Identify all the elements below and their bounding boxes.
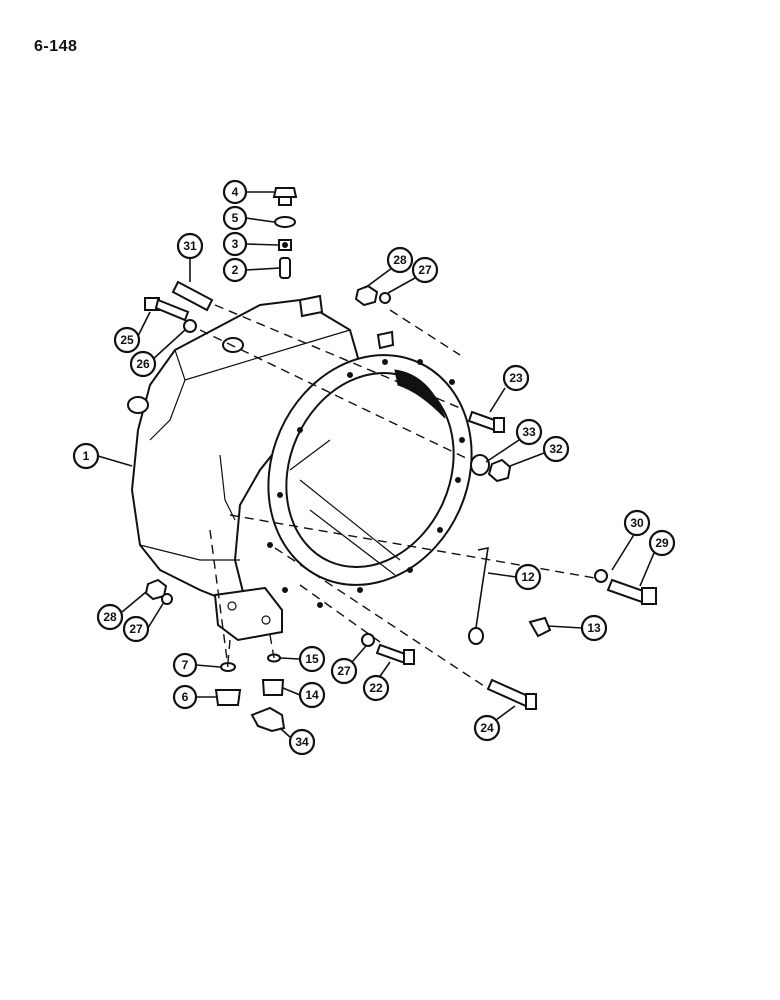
flange-bolt-holes bbox=[267, 359, 465, 608]
clutch-housing bbox=[127, 294, 473, 642]
callout-29: 29 bbox=[648, 529, 676, 557]
leader-lines bbox=[97, 191, 655, 739]
callout-14: 14 bbox=[298, 681, 326, 709]
callout-23: 23 bbox=[502, 364, 530, 392]
callout-label: 23 bbox=[509, 371, 523, 385]
callout-12: 12 bbox=[514, 563, 542, 591]
callout-label: 26 bbox=[136, 357, 150, 371]
callout-label: 4 bbox=[232, 185, 239, 199]
callout-label: 14 bbox=[305, 688, 319, 702]
callout-label: 15 bbox=[305, 652, 319, 666]
callout-5: 5 bbox=[222, 205, 248, 231]
callout-label: 7 bbox=[182, 658, 189, 672]
callout-label: 27 bbox=[337, 664, 351, 678]
callout-label: 13 bbox=[587, 621, 601, 635]
callout-label: 32 bbox=[549, 442, 563, 456]
callout-2: 2 bbox=[222, 257, 248, 283]
callout-27-left: 27 bbox=[122, 615, 150, 643]
callout-label: 30 bbox=[630, 516, 644, 530]
callout-7: 7 bbox=[172, 652, 198, 678]
callout-25: 25 bbox=[113, 326, 141, 354]
callout-label: 12 bbox=[521, 570, 535, 584]
callout-label: 24 bbox=[480, 721, 494, 735]
callout-6: 6 bbox=[172, 684, 198, 710]
callout-28-left: 28 bbox=[96, 603, 124, 631]
callout-27-top: 27 bbox=[411, 256, 439, 284]
callout-label: 33 bbox=[522, 425, 536, 439]
callout-34: 34 bbox=[288, 728, 316, 756]
callout-30: 30 bbox=[623, 509, 651, 537]
callout-24: 24 bbox=[473, 714, 501, 742]
callout-label: 27 bbox=[129, 622, 143, 636]
callout-label: 3 bbox=[232, 237, 239, 251]
callout-label: 34 bbox=[295, 735, 309, 749]
callout-4: 4 bbox=[222, 179, 248, 205]
callout-label: 1 bbox=[83, 449, 90, 463]
callout-33: 33 bbox=[515, 418, 543, 446]
callout-label: 31 bbox=[183, 239, 197, 253]
callout-27-bottom: 27 bbox=[330, 657, 358, 685]
callout-15: 15 bbox=[298, 645, 326, 673]
callout-31: 31 bbox=[176, 232, 204, 260]
callout-label: 28 bbox=[393, 253, 407, 267]
callout-26: 26 bbox=[129, 350, 157, 378]
callout-label: 5 bbox=[232, 211, 239, 225]
page-number: 6-148 bbox=[34, 38, 78, 55]
callout-label: 6 bbox=[182, 690, 189, 704]
callout-label: 2 bbox=[232, 263, 239, 277]
callout-label: 27 bbox=[418, 263, 432, 277]
callout-label: 22 bbox=[369, 681, 383, 695]
callout-3: 3 bbox=[222, 231, 248, 257]
callout-label: 25 bbox=[120, 333, 134, 347]
callout-28-top: 28 bbox=[386, 246, 414, 274]
callout-13: 13 bbox=[580, 614, 608, 642]
callout-22: 22 bbox=[362, 674, 390, 702]
callout-32: 32 bbox=[542, 435, 570, 463]
callout-label: 29 bbox=[655, 536, 669, 550]
callout-1: 1 bbox=[72, 442, 100, 470]
callout-label: 28 bbox=[103, 610, 117, 624]
